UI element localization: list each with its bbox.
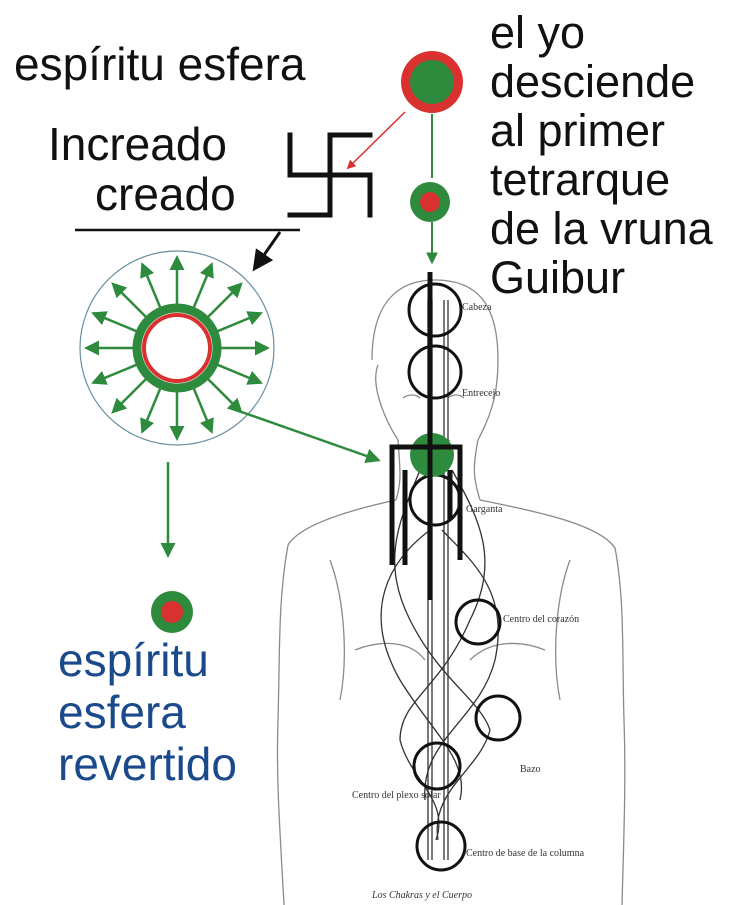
- black-pillar: [389, 272, 463, 600]
- chakra-plexo: [412, 741, 462, 791]
- yo-line-1: el yo: [490, 7, 585, 58]
- black-arrow: [252, 231, 282, 272]
- caption: Los Chakras y el Cuerpo: [371, 890, 472, 901]
- radiant-ray: [111, 378, 147, 414]
- radiant-ray: [91, 311, 137, 333]
- radiant-ray: [140, 262, 162, 308]
- label-bazo: Bazo: [520, 764, 541, 775]
- chakra-base: [415, 820, 467, 872]
- label-yo-desciende: el yo desciende al primer tetrarque de l…: [490, 7, 714, 303]
- chakra-bazo: [474, 694, 522, 742]
- chakra-entrecejo: [407, 344, 463, 400]
- yo-line-4: tetrarque: [490, 154, 670, 205]
- label-creado: creado: [95, 168, 236, 220]
- chakra-circles: [407, 282, 522, 872]
- label-cabeza: Cabeza: [462, 302, 492, 313]
- radiant-ring-green: [132, 303, 222, 393]
- radiant-ray: [91, 363, 137, 385]
- label-espiritu-esfera: espíritu esfera: [14, 38, 306, 90]
- label-espiritu-revertido: espíritu esfera revertido: [58, 634, 237, 790]
- radiant-ray: [207, 282, 243, 318]
- radiant-ray: [217, 363, 263, 385]
- chakra-cabeza: [407, 282, 463, 338]
- body-outline: [276, 279, 626, 905]
- swastika-symbol: [287, 132, 373, 218]
- reverted-sphere-inner: [161, 601, 183, 623]
- label-entrecejo: Entrecejo: [462, 388, 500, 399]
- radiant-ray: [140, 388, 162, 434]
- rev-line-1: espíritu: [58, 634, 209, 686]
- radiant-ray: [111, 282, 147, 318]
- label-plexo: Centro del plexo solar: [352, 790, 441, 801]
- radiant-ray: [207, 378, 243, 414]
- radiant-ray: [217, 311, 263, 333]
- yo-line-5: de la vruna: [490, 203, 714, 254]
- sphere-top-inner: [410, 60, 454, 104]
- rev-line-2: esfera: [58, 686, 186, 738]
- radiant-ray: [192, 388, 214, 434]
- label-corazon: Centro del corazón: [503, 614, 579, 625]
- rev-line-3: revertido: [58, 738, 237, 790]
- yo-line-2: desciende: [490, 56, 695, 107]
- yo-line-6: Guibur: [490, 252, 625, 303]
- arrow-to-body: [235, 408, 381, 464]
- chakra-corazon: [454, 598, 502, 646]
- radiant-rays: [84, 255, 270, 441]
- red-pointer: [346, 111, 406, 170]
- radiant-ring-red: [142, 313, 212, 383]
- label-base: Centro de base de la columna: [466, 848, 585, 859]
- label-garganta: Garganta: [466, 504, 503, 515]
- label-increado: Increado: [48, 118, 227, 170]
- yo-line-3: al primer: [490, 105, 665, 156]
- radiant-ray: [192, 262, 214, 308]
- nerve-channels: [380, 300, 499, 860]
- sphere-mid-inner: [420, 192, 440, 212]
